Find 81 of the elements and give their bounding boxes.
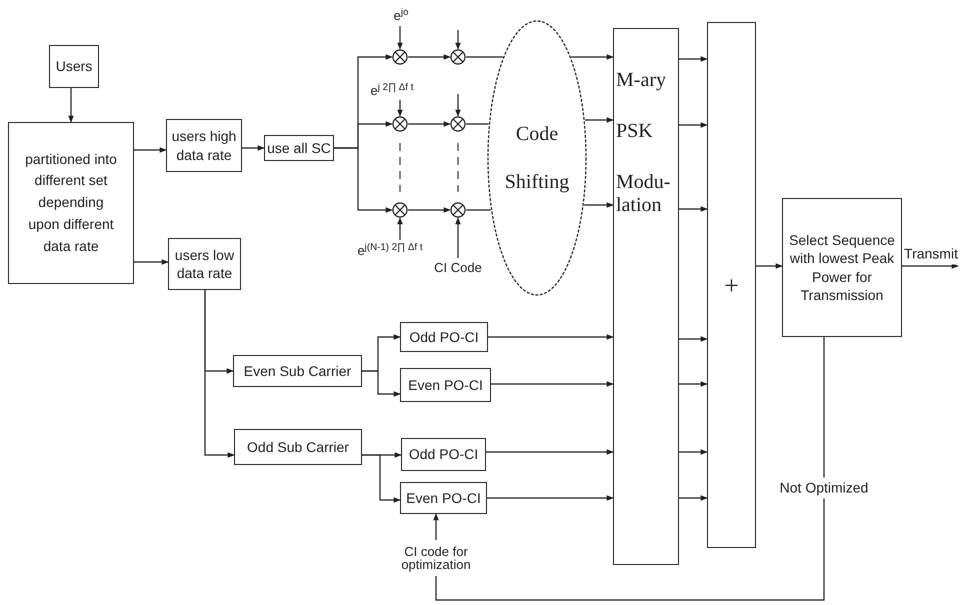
arrow (242, 145, 265, 151)
process-box (234, 429, 362, 465)
arrow (679, 56, 708, 62)
arrow (679, 122, 708, 128)
box-label: PSK (616, 120, 653, 143)
arrow (408, 54, 451, 60)
arrow (584, 202, 614, 208)
arrow (902, 263, 959, 269)
box-label: Odd Sub Carrier (247, 438, 349, 456)
box-label: Even Sub Carrier (244, 362, 352, 380)
formula-label: e$^{j(N-1) 2∏ Δf t}$ (344, 240, 436, 260)
arrow (68, 88, 74, 123)
arrow (455, 94, 461, 117)
arrow (408, 207, 451, 213)
arrow (679, 336, 708, 342)
arrow (397, 100, 403, 117)
box-label: Even PO-CI (406, 488, 481, 508)
process-box (707, 22, 756, 548)
formula-label: e$^{jo}$ (386, 4, 416, 26)
arrow (585, 117, 614, 123)
process-box (233, 355, 362, 387)
connector-line (435, 337, 825, 601)
ellipse-block (487, 20, 587, 296)
process-box (49, 45, 99, 88)
multiplier-symbol (450, 116, 466, 132)
arrow (455, 217, 461, 258)
ellipse-label: Code Shifting (504, 123, 570, 193)
box-label: Odd PO-CI (408, 445, 478, 464)
arrow (134, 147, 167, 153)
arrow (455, 30, 461, 50)
arrow (679, 495, 708, 501)
arrow (204, 290, 235, 458)
box-label: Users (56, 57, 92, 76)
box-label: Odd PO-CI (409, 328, 479, 346)
arrow (486, 449, 614, 455)
process-box (400, 322, 488, 352)
arrow (679, 381, 708, 387)
box-label: users high data rate (170, 127, 238, 164)
formula-label: CI code for optimization (386, 540, 486, 576)
arrow (488, 334, 614, 340)
box-label: use all SC (267, 138, 331, 158)
process-box (782, 198, 902, 337)
connector-line (466, 209, 491, 211)
box-label: partitioned into different set depending upon different data rate (24, 150, 118, 256)
arrow (487, 495, 614, 501)
box-label: Select Sequence with lowest Peak Power for Transmission (788, 231, 896, 304)
connector-line (466, 123, 489, 125)
process-box (168, 238, 241, 290)
arrow (433, 513, 439, 540)
connector-line (466, 56, 503, 58)
process-box (401, 438, 486, 471)
arrow (571, 54, 614, 60)
formula-label: e$^{j 2∏ Δf t}$ (352, 80, 432, 100)
formula-label: CI Code (430, 258, 486, 276)
process-box (166, 119, 242, 172)
process-box (613, 28, 679, 565)
box-label: users low data rate (174, 246, 236, 282)
arrow (756, 263, 783, 269)
arrow (134, 259, 169, 265)
multiplier-symbol (450, 202, 466, 218)
box-label: M-ary (616, 69, 666, 92)
arrow (362, 454, 401, 503)
arrow (397, 217, 403, 240)
arrow (491, 381, 614, 387)
box-label: + (724, 270, 739, 302)
process-box (400, 482, 487, 514)
process-box (400, 368, 491, 402)
multiplier-symbol (392, 49, 408, 65)
multiplier-symbol (392, 202, 408, 218)
arrow (362, 370, 401, 397)
arrow (397, 26, 403, 50)
multiplier-symbol (450, 49, 466, 65)
arrow (408, 121, 451, 127)
arrow (334, 147, 393, 213)
box-label: Even PO-CI (408, 376, 483, 394)
box-label: Modu-lation (616, 171, 672, 217)
process-box (8, 122, 134, 284)
edge-label: Not Optimized (778, 478, 870, 498)
arrow (679, 206, 708, 212)
arrow (679, 449, 708, 455)
multiplier-symbol (392, 116, 408, 132)
